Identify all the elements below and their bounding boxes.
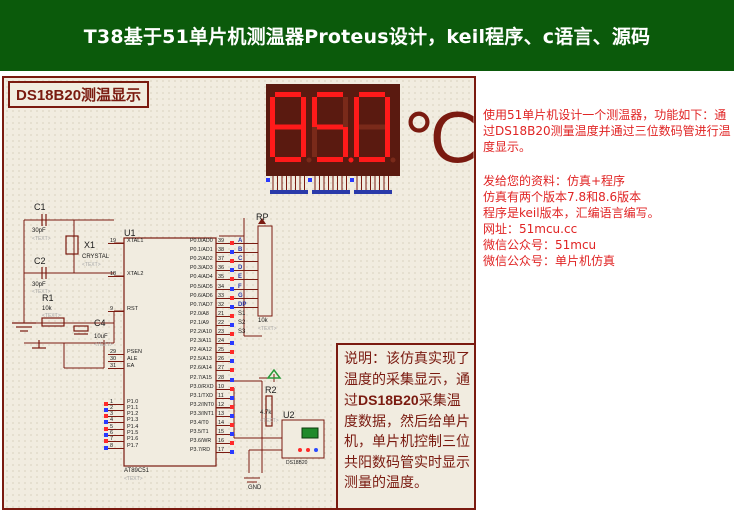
schematic-title: DS18B20测温显示 xyxy=(8,81,150,108)
resistor-pack xyxy=(257,225,273,317)
segment-dp xyxy=(390,157,396,163)
note-text-2: 采集温度数据，然后给单片机，单片机控制三位共阳数码管实时显示测量的温度。 xyxy=(344,393,470,491)
segment-c xyxy=(301,127,306,157)
segment-e xyxy=(270,127,275,157)
info-line: 程序是keil版本，汇编语言编写。 xyxy=(483,206,660,220)
ds18b20-module xyxy=(281,419,325,459)
segment-a xyxy=(359,92,385,97)
page-title: T38基于51单片机测温器Proteus设计，keil程序、c语言、源码 xyxy=(0,0,734,71)
info-line: 微信公众号：51mcu xyxy=(483,238,597,252)
segment-e xyxy=(354,127,359,157)
segment-d xyxy=(359,157,385,162)
mcu-body xyxy=(123,237,217,467)
digit-bus-bar xyxy=(270,190,308,194)
seven-segment-display: ℃ xyxy=(266,84,476,179)
segment-f xyxy=(312,97,317,127)
segment-f xyxy=(354,97,359,127)
segment-b xyxy=(385,97,390,127)
segment-g xyxy=(275,124,301,130)
digit-bus-bar xyxy=(354,190,392,194)
info-line: 网址：51mcu.cc xyxy=(483,222,578,236)
schematic-panel: ℃ DS18B20测温显示 C1 30pF <TEXT> X1 CRYSTAL … xyxy=(2,76,476,510)
segment-g xyxy=(317,124,343,130)
note-text-1: 说明：该仿真实现了温度的采集显示，通过 xyxy=(344,351,470,409)
info-intro: 使用51单片机设计一个测温器，功能如下：通过DS18B20测量温度并通过三位数码… xyxy=(483,108,731,154)
segment-d xyxy=(275,157,301,162)
info-panel: 使用51单片机设计一个测温器，功能如下：通过DS18B20测量温度并通过三位数码… xyxy=(483,107,733,269)
circuit-diagram: ℃ xyxy=(12,84,476,483)
celsius-unit: ℃ xyxy=(402,100,476,179)
segment-f xyxy=(270,97,275,127)
passives xyxy=(12,214,273,427)
digit-bus-bar xyxy=(312,190,350,194)
note-bold: DS18B20 xyxy=(358,392,419,408)
info-line: 微信公众号：单片机仿真 xyxy=(483,254,616,268)
digit-2 xyxy=(312,92,354,163)
segment-c xyxy=(343,127,348,157)
segment-g xyxy=(359,124,385,130)
digit-1 xyxy=(270,92,312,163)
digit-3 xyxy=(354,92,396,163)
info-line: 发给您的资料：仿真+程序 xyxy=(483,174,626,188)
segment-c xyxy=(385,127,390,157)
segment-e xyxy=(312,127,317,157)
segment-b xyxy=(301,97,306,127)
segment-b xyxy=(343,97,348,127)
segment-d xyxy=(317,157,343,162)
segment-a xyxy=(275,92,301,97)
ds18b20-lcd xyxy=(301,427,319,439)
info-line: 仿真有两个版本7.8和8.6版本 xyxy=(483,190,642,204)
segment-a xyxy=(317,92,343,97)
segment-dp xyxy=(306,157,312,163)
description-note: 说明：该仿真实现了温度的采集显示，通过DS18B20采集温度数据，然后给单片机，… xyxy=(336,343,474,508)
segment-dp xyxy=(348,157,354,163)
